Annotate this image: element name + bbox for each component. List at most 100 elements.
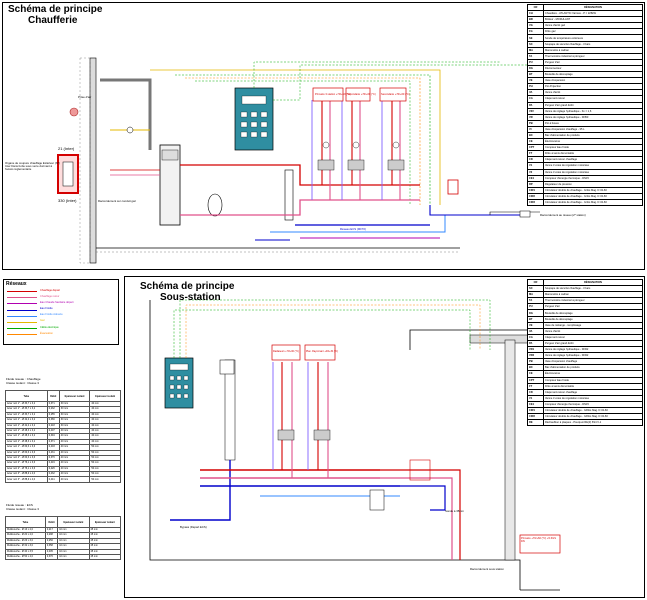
chimney-hatch — [79, 57, 91, 264]
pipe-header-cell: Tube — [5, 390, 48, 402]
reseau-label: Eau Froide Adoucie — [40, 313, 63, 317]
bottom-collector-box-2 — [304, 344, 336, 361]
pipe-cell: 0,376 — [44, 553, 59, 561]
pipe-header-cell: Epaisseur isolant — [89, 390, 121, 402]
bottom-small-panel — [219, 359, 235, 375]
reseau-line-swatch — [7, 321, 37, 323]
pipe-header-cell: Débit — [46, 390, 60, 402]
bottom-sheet — [124, 276, 645, 598]
pipe-header-cell: Epaisseur isolant — [58, 390, 91, 402]
reseau-line-swatch — [7, 315, 37, 317]
reseaux-title: Réseaux — [6, 281, 27, 287]
heat-meter-box — [447, 179, 459, 195]
reseau-line-swatch — [7, 303, 37, 305]
reseau-line-swatch — [7, 328, 37, 330]
collector-label-1: Primaire 3 station +70/+60 (°C) — [315, 92, 351, 96]
label-raccord-sous-station: Raccordement sous station — [470, 567, 504, 571]
air-intake-icon — [69, 107, 79, 117]
bottom-circuit-2 — [307, 362, 331, 478]
bottom-circuit-1 — [272, 362, 295, 478]
label-raccord-gaz: Raccordement sur conduit gaz — [98, 200, 136, 203]
pipe-header-cell: Débit — [44, 516, 59, 528]
reseau-label: Chauffage retour — [40, 294, 60, 298]
circuit-2 — [341, 100, 365, 200]
outlet-valve — [519, 210, 531, 218]
summary-1: Fluide réseau : Chauffage Classe isolant… — [6, 377, 41, 385]
chimney-wall — [89, 57, 97, 264]
bottom-sheet-title: Schéma de principe Sous-station — [140, 281, 235, 303]
collector-box-1 — [312, 87, 344, 102]
reseau-item: Câble électrique — [4, 325, 118, 331]
plate-exchanger — [369, 489, 385, 511]
expansion-vessel — [207, 193, 223, 217]
hydraulic-separator — [284, 169, 294, 221]
pipe-cell: Acier noir 3" - Ø 88,9 x 4,0 — [5, 476, 48, 483]
reseau-label: Eau Chaude Sanitaire départ — [40, 300, 74, 304]
label-prise-air: Prise d'air — [78, 95, 91, 99]
reseau-label: Chauffage départ — [40, 288, 60, 292]
reseau-label: Eau Froide — [40, 307, 53, 311]
reseau-label: Évacuation — [40, 331, 53, 335]
reseau-label: Câble électrique — [40, 325, 59, 329]
collector-label-3: Secondaire +70/+60 (°C) — [381, 92, 410, 96]
pipe-cell: 10 mm — [57, 553, 90, 561]
label-cutoff: Organe de coupure chauffage Extérieur (N… — [5, 162, 60, 172]
reseau-item: Chauffage retour — [4, 294, 118, 300]
pipe-header-cell: Epaisseur isolant — [88, 516, 122, 528]
pipe-cell: 40 mm — [58, 476, 91, 483]
circuit-1 — [311, 100, 335, 200]
reseau-label: Gaz — [40, 319, 45, 323]
reseau-line-swatch — [7, 291, 37, 292]
legend-code: CIR3 — [527, 198, 544, 207]
circuit-3 — [381, 100, 405, 200]
pipe-cell: 50 mm — [89, 476, 121, 483]
bottom-collector-box-1 — [271, 344, 301, 361]
label-reseau-ecs: Réseau ECS (90/70) — [340, 227, 366, 231]
reseau-item: Chauffage départ — [4, 288, 118, 294]
reseau-item: Évacuation — [4, 331, 118, 337]
pipe-cell: 25 mm — [88, 553, 122, 561]
pipe-cell: 0,441 — [46, 476, 60, 483]
legend-label: Réchauffeur à plaques - Pourquoi RE(3) 6… — [542, 419, 644, 427]
reseau-item: Eau Chaude Sanitaire départ — [4, 300, 118, 306]
reseau-line-swatch — [7, 297, 37, 299]
summary-2: Fluide réseau : ECS Classe isolant : Cla… — [6, 503, 39, 511]
reseau-item: Gaz — [4, 319, 118, 325]
bottom-building-outline — [149, 300, 550, 590]
reseau-line-swatch — [7, 334, 37, 336]
label-330: 330 (Inter) — [58, 198, 77, 203]
pipe-header-cell: Epaisseur isolant — [57, 516, 90, 528]
top-sheet-title: Schéma de principe Chaufferie — [8, 4, 103, 26]
reseau-item: Eau Froide — [4, 307, 118, 313]
label-21: 21 (Inter) — [58, 146, 75, 151]
pipe-cell: Multicouche - Ø 50 x 4,0 — [5, 553, 46, 561]
label-retour: Raccordement au réseau (2* station) — [540, 213, 586, 217]
collector-box-2 — [345, 87, 371, 102]
label-sonde: Sonde à 35mm — [445, 509, 465, 513]
pipe-header-cell: Tube — [5, 516, 46, 528]
collector-label-2: Secondaire +70/+60 (°C) — [347, 92, 376, 96]
boiler-ch — [159, 144, 181, 226]
bottom-collector-label-2: Plan. Rayonnant +40/+30 (°C) — [306, 350, 338, 353]
collector-box-3 — [379, 87, 407, 102]
label-bypass: Bypass (Départ ECS) — [180, 525, 207, 529]
bottom-collector-label-1: Radiateurs +70/+60 (°C) — [273, 350, 299, 353]
legend-label: Circulateur double de chauffage - Grfos … — [542, 198, 644, 207]
reseau-item: Eau Froide Adoucie — [4, 313, 118, 319]
